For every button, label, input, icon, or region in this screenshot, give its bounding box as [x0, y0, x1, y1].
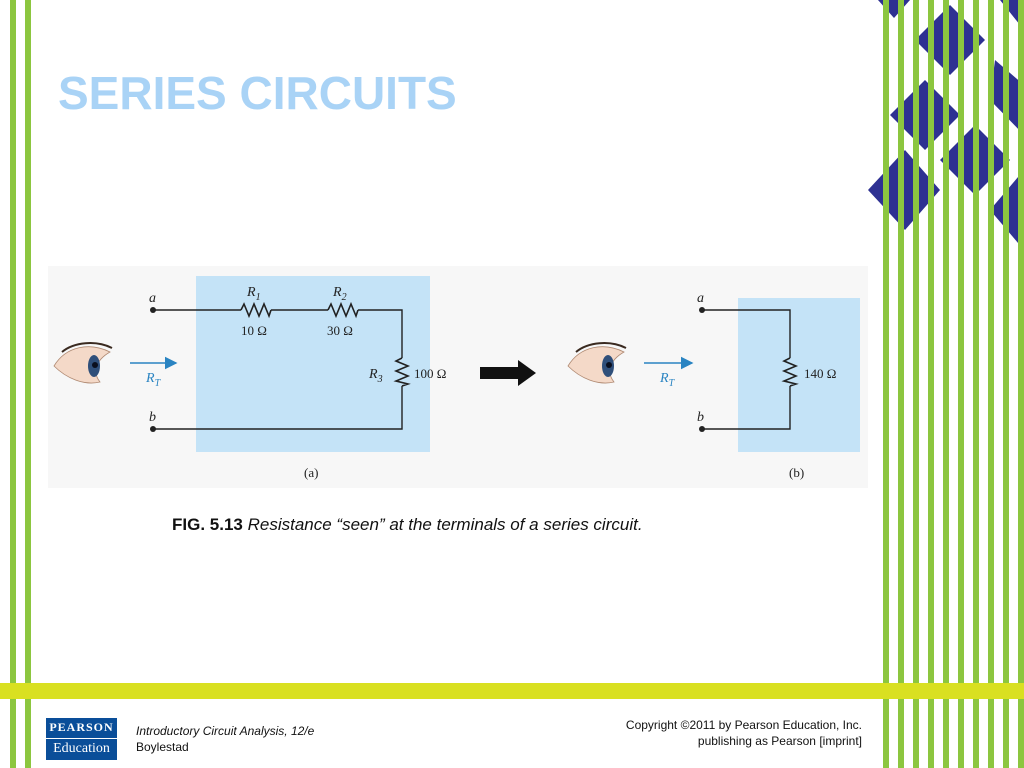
figure-number: FIG. 5.13 — [172, 515, 243, 534]
figure-background — [48, 266, 868, 488]
right-stripe — [958, 0, 964, 768]
resistor-r2 — [327, 301, 359, 319]
resistor-r1 — [240, 301, 272, 319]
slide-title: SERIES CIRCUITS — [58, 67, 457, 119]
copyright-line-2: publishing as Pearson [imprint] — [697, 734, 862, 748]
equivalence-arrow — [480, 360, 536, 386]
r2-label: R2 — [332, 285, 347, 303]
left-stripe-2 — [25, 0, 31, 768]
panel-b-label: (b) — [789, 465, 804, 480]
eye-icon — [567, 342, 627, 384]
right-stripe — [1018, 0, 1024, 768]
highlight-box-b — [738, 298, 860, 452]
pearson-logo: PEARSON Education — [46, 718, 117, 760]
rt-label-b: RT — [659, 371, 676, 389]
terminal-b-label: b — [697, 410, 704, 425]
eye-icon — [53, 342, 113, 384]
req-value: 140 Ω — [804, 366, 836, 381]
book-title: Introductory Circuit Analysis, 12/e — [136, 724, 315, 738]
right-decoration — [868, 0, 1024, 768]
footer-band — [0, 683, 1024, 699]
figure-caption: FIG. 5.13 Resistance “seen” at the termi… — [172, 515, 643, 535]
panel-b: RT a b 140 Ω (b) — [567, 291, 860, 480]
right-stripe — [913, 0, 919, 768]
right-stripe — [1003, 0, 1009, 768]
r3-label: R3 — [368, 367, 383, 385]
terminal-b-label: b — [149, 410, 156, 425]
logo-bottom-text: Education — [46, 738, 117, 757]
left-stripe-1 — [10, 0, 16, 768]
r1-label: R1 — [246, 285, 261, 303]
r2-value: 30 Ω — [327, 323, 353, 338]
right-stripe — [943, 0, 949, 768]
r1-value: 10 Ω — [241, 323, 267, 338]
series-circuit-figure: RT a b R1 10 Ω R2 30 Ω R3 100 Ω (a) R — [48, 266, 868, 488]
right-stripe — [928, 0, 934, 768]
logo-top-text: PEARSON — [49, 720, 114, 734]
wire-top-a — [153, 309, 403, 430]
copyright: Copyright ©2011 by Pearson Education, In… — [626, 717, 862, 749]
diamond-shape — [890, 80, 960, 150]
right-stripe — [988, 0, 994, 768]
terminal-a-label: a — [697, 291, 704, 306]
highlight-box-a — [196, 276, 430, 452]
right-stripe — [973, 0, 979, 768]
diamond-shape — [878, 0, 910, 18]
r3-value: 100 Ω — [414, 366, 446, 381]
right-stripe — [883, 0, 889, 768]
figure-caption-text: Resistance “seen” at the terminals of a … — [247, 515, 643, 534]
right-stripe — [898, 0, 904, 768]
copyright-line-1: Copyright ©2011 by Pearson Education, In… — [625, 718, 862, 732]
book-info: Introductory Circuit Analysis, 12/e Boyl… — [136, 723, 314, 755]
resistor-r3 — [393, 357, 411, 387]
resistor-req — [781, 357, 799, 387]
wire-b — [702, 309, 791, 430]
rt-label-a: RT — [145, 371, 162, 389]
panel-a: RT a b R1 10 Ω R2 30 Ω R3 100 Ω (a) — [53, 276, 446, 480]
panel-a-label: (a) — [304, 465, 318, 480]
book-author: Boylestad — [136, 740, 189, 754]
terminal-a-label: a — [149, 291, 156, 306]
